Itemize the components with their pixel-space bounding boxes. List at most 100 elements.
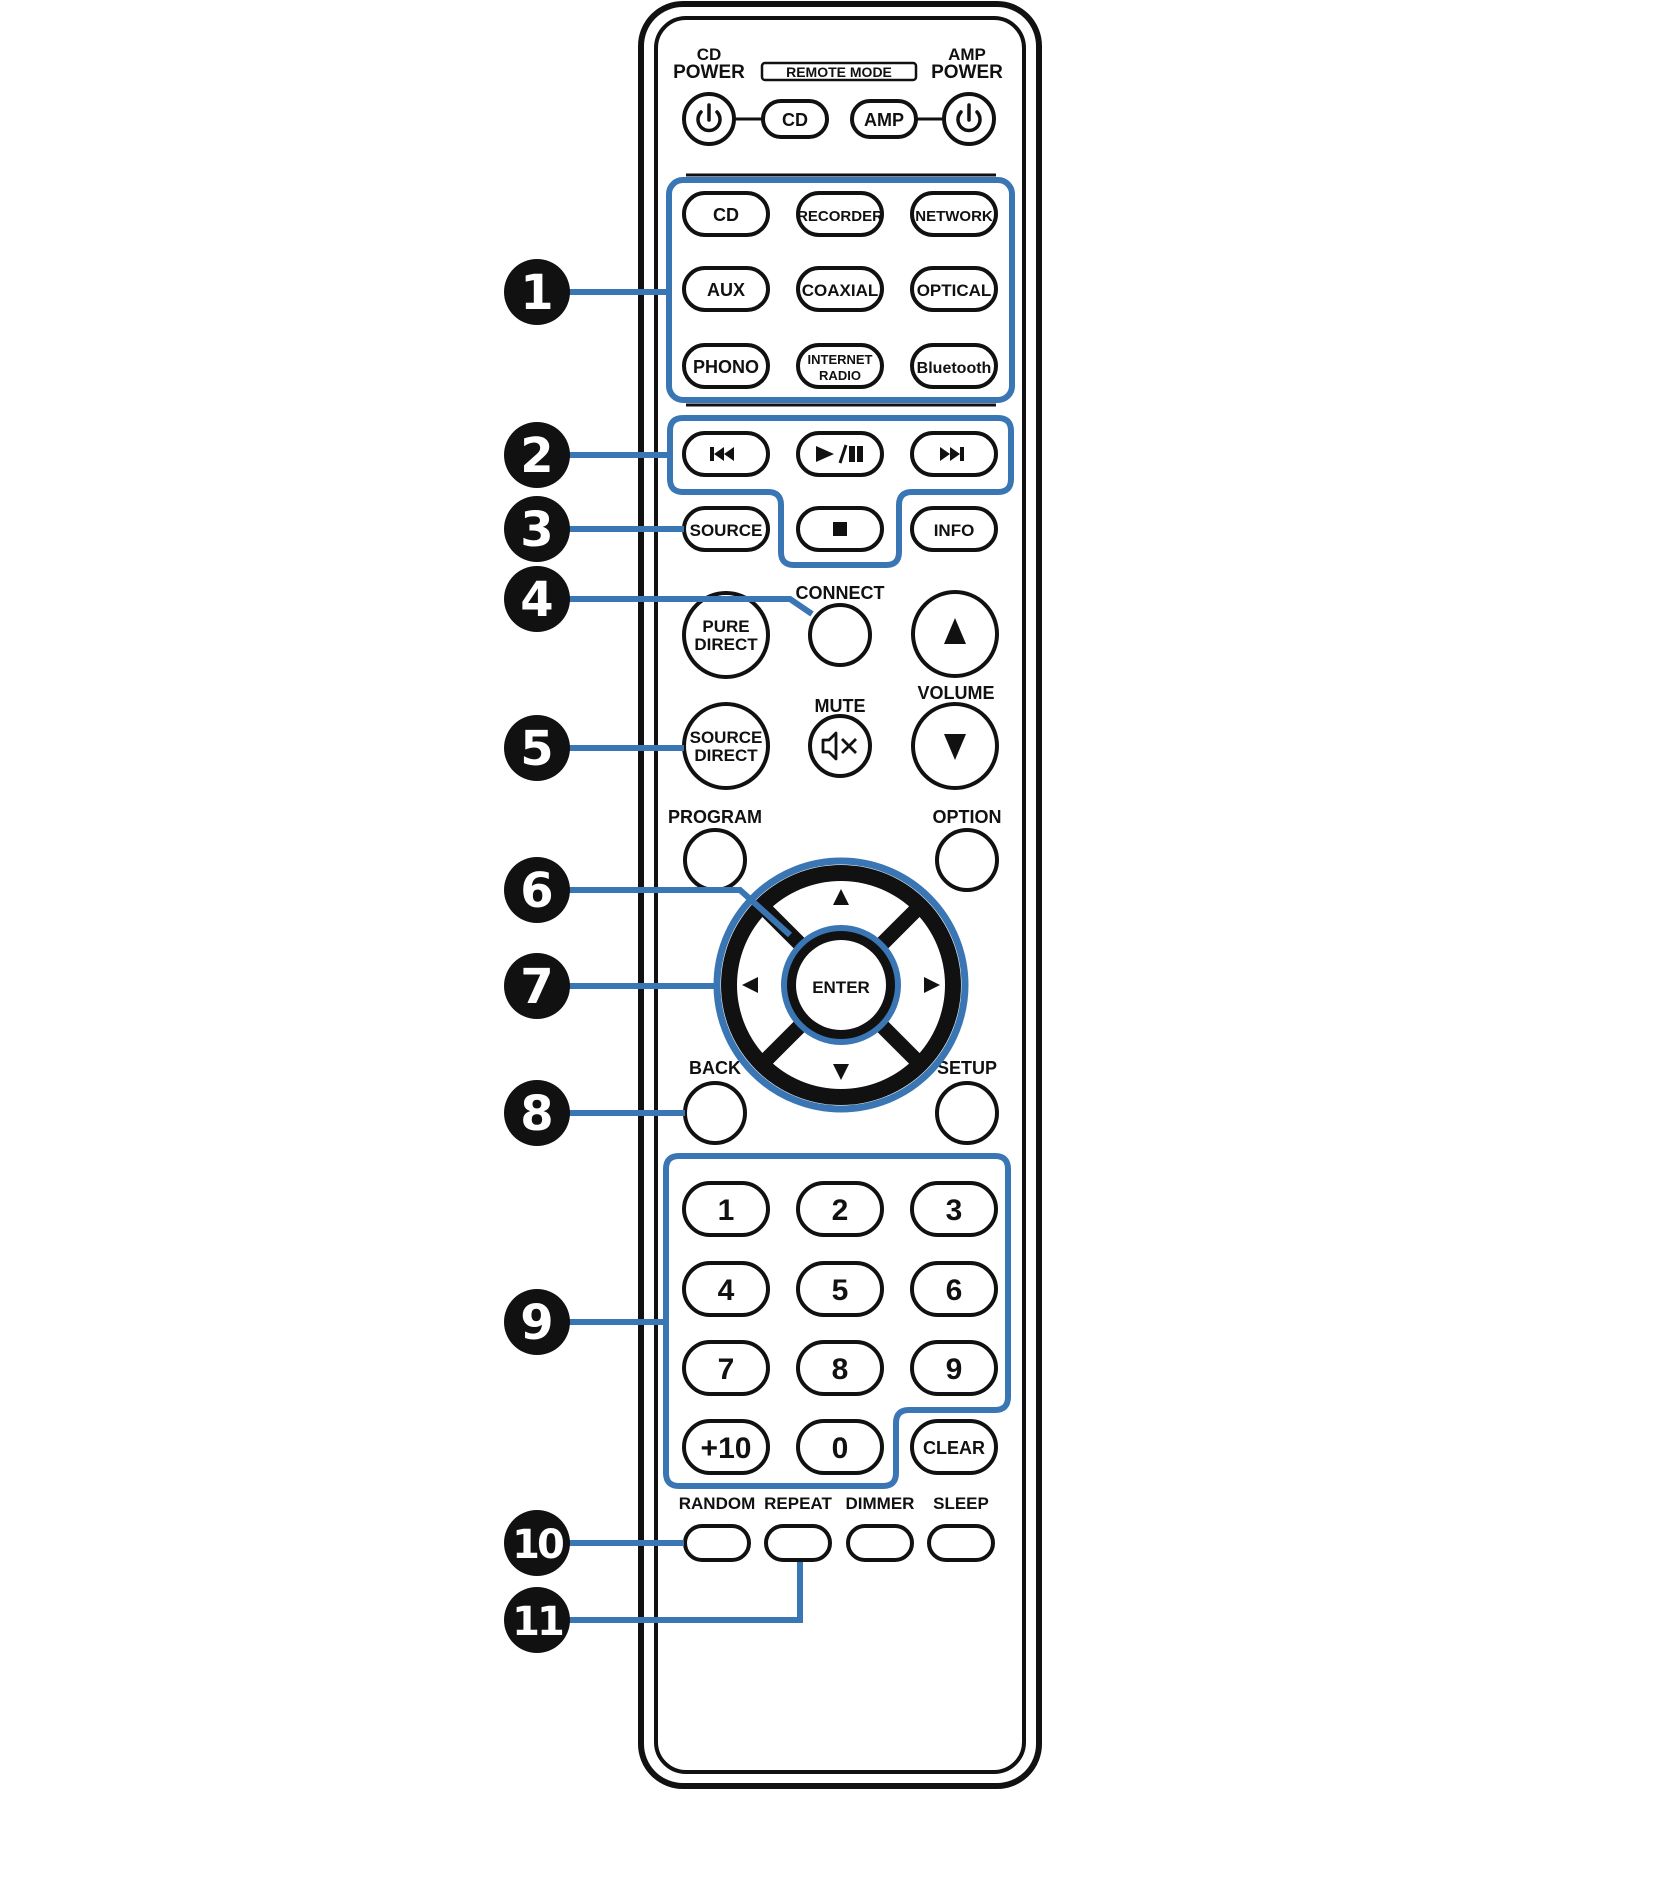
- source-label: SOURCE: [690, 521, 763, 540]
- program-label: PROGRAM: [668, 807, 762, 827]
- stop-icon: [833, 522, 847, 536]
- mute-button[interactable]: [808, 714, 872, 778]
- remote-body-inner: [654, 16, 1026, 1774]
- callout-3-number: 3: [520, 502, 553, 558]
- cursor-down-icon[interactable]: [833, 1064, 849, 1080]
- internet-radio-button[interactable]: INTERNET RADIO: [796, 343, 884, 389]
- cursor-pad: ENTER: [721, 865, 961, 1105]
- cd-source-button[interactable]: CD: [682, 191, 770, 237]
- back-button[interactable]: [683, 1081, 747, 1145]
- repeat-button[interactable]: [764, 1524, 832, 1562]
- network-button[interactable]: NETWORK: [910, 191, 998, 237]
- mute-label: MUTE: [815, 696, 866, 716]
- skip-back-icon: [710, 447, 734, 461]
- key-3-label: 3: [946, 1194, 963, 1227]
- skip-forward-button[interactable]: [910, 431, 998, 477]
- setup-label: SETUP: [937, 1058, 997, 1078]
- key-6-label: 6: [946, 1274, 963, 1307]
- enter-label: ENTER: [812, 978, 870, 997]
- cd-source-label: CD: [713, 205, 739, 225]
- callout-10: 10: [504, 1510, 570, 1576]
- key-5-label: 5: [832, 1274, 849, 1307]
- remote-mode-cd-label: CD: [782, 110, 808, 130]
- key-1-label: 1: [718, 1194, 735, 1227]
- skip-back-button[interactable]: [682, 431, 770, 477]
- source-direct-button[interactable]: SOURCE DIRECT: [682, 702, 770, 790]
- callout-1: 1: [504, 259, 570, 325]
- volume-down-button[interactable]: [911, 702, 999, 790]
- highlight-enter: [781, 925, 901, 1045]
- coaxial-button[interactable]: COAXIAL: [796, 266, 884, 312]
- cursor-up-icon[interactable]: [833, 889, 849, 905]
- highlight-playback: [667, 415, 1014, 568]
- source-button[interactable]: SOURCE: [682, 506, 770, 552]
- connect-button[interactable]: [808, 603, 872, 667]
- key-7-button[interactable]: 7: [682, 1340, 770, 1396]
- callout-1-number: 1: [520, 265, 553, 321]
- optical-button[interactable]: OPTICAL: [910, 266, 998, 312]
- skip-forward-icon: [940, 447, 964, 461]
- key-3-button[interactable]: 3: [910, 1181, 998, 1237]
- option-button[interactable]: [935, 828, 999, 892]
- network-label: NETWORK: [915, 208, 993, 225]
- recorder-button[interactable]: RECORDER: [796, 191, 884, 237]
- recorder-label: RECORDER: [797, 208, 883, 225]
- back-label: BACK: [689, 1058, 741, 1078]
- setup-button[interactable]: [935, 1081, 999, 1145]
- key-2-button[interactable]: 2: [796, 1181, 884, 1237]
- source-direct-label-2: DIRECT: [694, 746, 758, 765]
- key-8-button[interactable]: 8: [796, 1340, 884, 1396]
- pure-direct-label-1: PURE: [702, 617, 749, 636]
- stop-button[interactable]: [796, 506, 884, 552]
- key-plus10-button[interactable]: +10: [682, 1419, 770, 1475]
- phono-button[interactable]: PHONO: [682, 343, 770, 389]
- volume-up-button[interactable]: [911, 590, 999, 678]
- pure-direct-button[interactable]: PURE DIRECT: [682, 591, 770, 679]
- cursor-left-icon[interactable]: [742, 977, 758, 993]
- triangle-up-icon: [944, 618, 966, 644]
- enter-button[interactable]: ENTER: [796, 940, 886, 1030]
- cd-power-label-1: CD: [697, 45, 722, 64]
- remote-mode-cd-button[interactable]: CD: [761, 99, 829, 139]
- key-clear-button[interactable]: CLEAR: [910, 1419, 998, 1475]
- remote-mode-label: REMOTE MODE: [786, 64, 892, 80]
- random-button[interactable]: [683, 1524, 751, 1562]
- program-button[interactable]: [683, 828, 747, 892]
- cursor-right-icon[interactable]: [924, 977, 940, 993]
- amp-power-label-2: POWER: [931, 62, 1003, 83]
- aux-label: AUX: [707, 280, 745, 300]
- sleep-button[interactable]: [927, 1524, 995, 1562]
- key-6-button[interactable]: 6: [910, 1261, 998, 1317]
- key-0-button[interactable]: 0: [796, 1419, 884, 1475]
- pure-direct-label-2: DIRECT: [694, 635, 758, 654]
- callout-11: 11: [504, 1587, 570, 1653]
- callout-7: 7: [504, 953, 570, 1019]
- callout-6-number: 6: [520, 863, 553, 919]
- amp-power-label-1: AMP: [948, 45, 986, 64]
- key-4-button[interactable]: 4: [682, 1261, 770, 1317]
- callout-leaders: [560, 289, 814, 1623]
- callout-6: 6: [504, 857, 570, 923]
- aux-button[interactable]: AUX: [682, 266, 770, 312]
- key-9-button[interactable]: 9: [910, 1340, 998, 1396]
- remote-mode-amp-button[interactable]: AMP: [850, 99, 918, 139]
- power-icon: [956, 103, 982, 133]
- dimmer-button[interactable]: [846, 1524, 914, 1562]
- info-button[interactable]: INFO: [910, 506, 998, 552]
- play-pause-button[interactable]: [796, 431, 884, 477]
- callout-4-number: 4: [520, 572, 553, 628]
- key-5-button[interactable]: 5: [796, 1261, 884, 1317]
- callout-5: 5: [504, 715, 570, 781]
- key-1-button[interactable]: 1: [682, 1181, 770, 1237]
- amp-power-button[interactable]: [942, 92, 996, 146]
- key-9-label: 9: [946, 1353, 963, 1386]
- key-0-label: 0: [832, 1432, 849, 1465]
- callout-5-number: 5: [520, 721, 553, 777]
- internet-radio-label-2: RADIO: [819, 368, 861, 383]
- bluetooth-button[interactable]: Bluetooth: [910, 343, 998, 389]
- cd-power-button[interactable]: [682, 92, 736, 146]
- callout-2-number: 2: [520, 428, 553, 484]
